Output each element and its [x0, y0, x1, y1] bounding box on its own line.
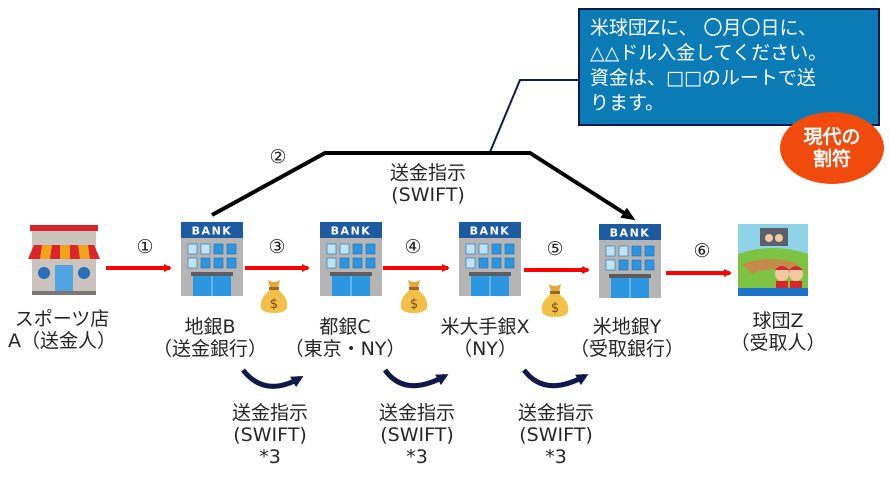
node-name: 都銀C	[319, 316, 371, 338]
svg-text:$: $	[551, 301, 559, 316]
swift-note-text: *3	[259, 446, 281, 468]
money-bag-icon: $	[400, 280, 428, 313]
step-2-label: ②	[269, 146, 287, 168]
node-name: 米大手銀X	[440, 316, 530, 338]
top-route-text: 送金指示 (SWIFT)	[390, 162, 466, 206]
bank-icon: BANK	[320, 222, 382, 296]
node-role: A（送金人）	[8, 330, 116, 352]
node-role: （東京・NY）	[284, 338, 406, 360]
node-name: 地銀B	[184, 316, 236, 338]
callout-box: 米球団Zに、 〇月〇日に、 △△ドル入金してください。 資金は、□□のルートで送…	[578, 8, 880, 126]
top-route-line-1: 送金指示	[389, 162, 467, 184]
swift-arc-1	[241, 368, 304, 389]
bank-sign: BANK	[610, 227, 651, 240]
bank-icon: BANK	[181, 222, 243, 296]
svg-text:$: $	[270, 297, 278, 312]
swift-note-text: (SWIFT)	[233, 424, 307, 446]
step-3-label: ③	[268, 236, 286, 258]
bank-icon: BANK	[599, 224, 661, 298]
node-role: （受取銀行）	[569, 338, 685, 360]
badge-line: 割符	[812, 148, 851, 170]
swift-note-text: (SWIFT)	[519, 424, 593, 446]
swift-arc-3	[522, 368, 589, 389]
swift-note-text: *3	[545, 446, 567, 468]
callout-line: 資金は、□□のルートで送	[590, 67, 816, 89]
badge-line: 現代の	[803, 126, 861, 148]
swift-note-2: 送金指示 (SWIFT) *3	[379, 402, 455, 468]
bank-sign: BANK	[192, 225, 233, 238]
node-name: 球団Z	[752, 310, 804, 332]
swift-note-text: 送金指示	[517, 402, 595, 424]
node-label-shop-a: スポーツ店 A（送金人）	[8, 308, 116, 352]
swift-arc-2	[382, 368, 449, 389]
callout-pointer	[489, 79, 578, 153]
swift-note-text: 送金指示	[378, 402, 456, 424]
step-5-label: ⑤	[546, 238, 564, 260]
node-label-bank-x: 米大手銀X （NY）	[440, 316, 529, 360]
step-4-label: ④	[404, 236, 422, 258]
swift-note-text: 送金指示	[231, 402, 309, 424]
swift-note-text: (SWIFT)	[380, 424, 454, 446]
node-label-bank-c: 都銀C （東京・NY）	[285, 316, 406, 360]
money-bag-icon: $	[260, 280, 288, 313]
money-bag-icon: $	[541, 284, 569, 317]
baseball-team-icon	[738, 224, 808, 296]
bank-sign: BANK	[331, 225, 372, 238]
shop-icon	[28, 225, 100, 295]
top-route-line-2: (SWIFT)	[391, 184, 465, 206]
bank-icon: BANK	[459, 222, 521, 296]
node-name: 米地銀Y	[592, 316, 662, 338]
node-role: （受取人）	[730, 332, 826, 354]
swift-note-text: *3	[406, 446, 428, 468]
node-role: （NY）	[453, 338, 517, 360]
swift-note-1: 送金指示 (SWIFT) *3	[232, 402, 308, 468]
callout-line: 米球団Zに、 〇月〇日に、	[590, 17, 817, 39]
swift-note-3: 送金指示 (SWIFT) *3	[518, 402, 594, 468]
node-role: （送金銀行）	[152, 338, 268, 360]
step-1-label: ①	[136, 236, 154, 258]
node-label-team-z: 球団Z （受取人）	[730, 310, 825, 354]
callout-line: ります。	[590, 92, 665, 114]
callout-line: △△ドル入金してください。	[590, 42, 828, 64]
step-6-label: ⑥	[693, 240, 711, 262]
node-name: スポーツ店	[14, 308, 110, 330]
modern-warifu-badge: 現代の 割符	[780, 112, 884, 184]
node-label-bank-b: 地銀B （送金銀行）	[153, 316, 267, 360]
node-label-bank-y: 米地銀Y （受取銀行）	[570, 316, 684, 360]
bank-sign: BANK	[470, 225, 511, 238]
svg-text:$: $	[410, 297, 418, 312]
top-route-line	[211, 151, 636, 221]
